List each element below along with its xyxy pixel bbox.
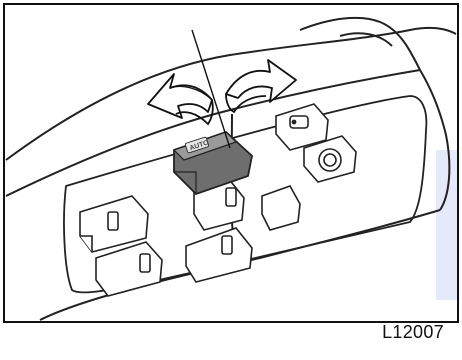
driver-auto-window-switch[interactable]: AUTO	[174, 132, 252, 194]
left-window-switch-lower[interactable]	[96, 242, 162, 296]
middle-window-switch-lower[interactable]	[186, 228, 252, 282]
figure-code: L12007	[382, 323, 444, 341]
left-window-switch-upper[interactable]	[80, 196, 148, 252]
right-window-switch[interactable]	[262, 186, 300, 230]
edge-tint	[436, 150, 458, 300]
curved-arrow-right-icon	[226, 60, 296, 112]
